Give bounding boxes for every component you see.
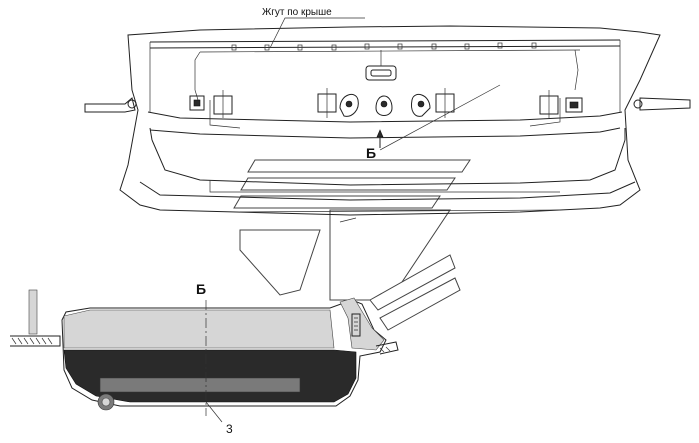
view-marker-top: Б xyxy=(366,145,376,161)
harness-label: Жгут по крыше xyxy=(262,7,332,18)
view-title: Б xyxy=(196,281,206,297)
watermark-logo xyxy=(233,159,471,331)
roof-clips xyxy=(231,42,537,51)
callout-3: 3 xyxy=(226,422,233,436)
harness-callout: Жгут по крыше xyxy=(262,7,365,49)
section-view-b: Б 3 xyxy=(10,281,399,436)
cab-top-view: Б xyxy=(84,25,691,223)
